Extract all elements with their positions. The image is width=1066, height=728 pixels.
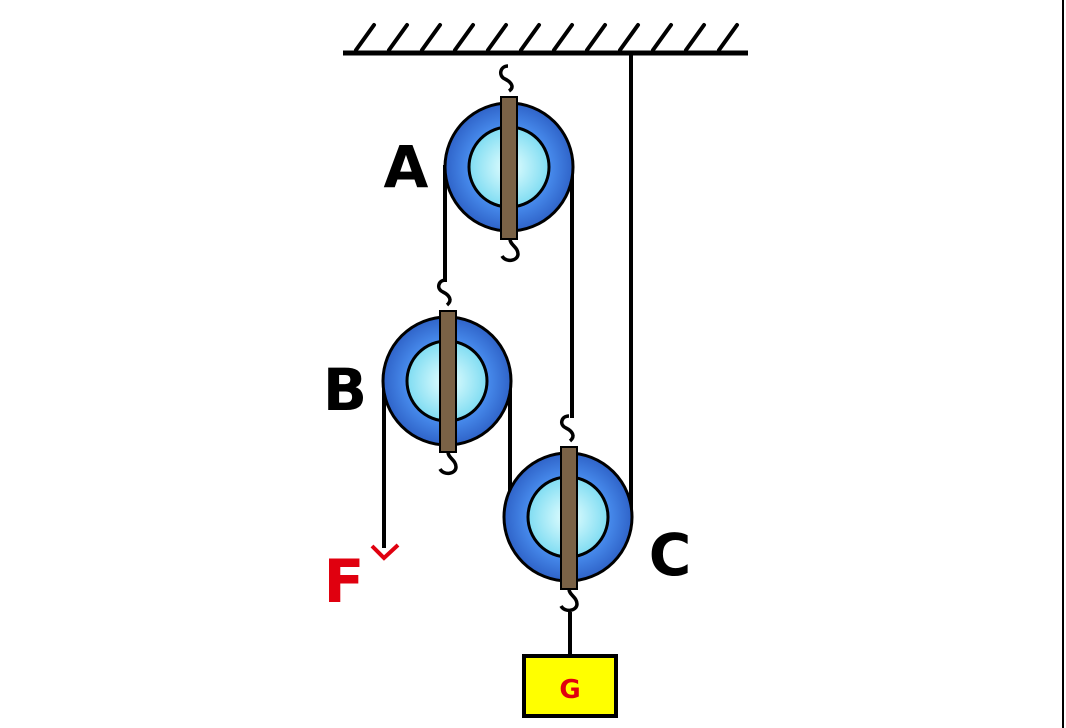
force-label: F	[324, 547, 365, 617]
ceiling-hatch-mark	[453, 23, 475, 52]
ceiling-hatch-mark	[354, 23, 376, 52]
ceiling-hatch-mark	[717, 23, 739, 52]
ceiling-hatch-mark	[651, 23, 673, 52]
pulley-c	[502, 414, 634, 613]
pulley-a	[443, 64, 575, 263]
weight-label: G	[559, 675, 580, 705]
hook-b-top	[437, 278, 452, 307]
ceiling-hatch-mark	[519, 23, 541, 52]
rope-segments	[382, 53, 633, 657]
ceiling	[343, 23, 748, 56]
axle-c	[560, 446, 578, 590]
pulley-b	[381, 278, 513, 476]
weight-block: G	[522, 654, 618, 718]
ceiling-hatch-mark	[420, 23, 442, 52]
pulley-b-label: B	[323, 356, 367, 424]
ceiling-hatch-mark	[618, 23, 640, 52]
hook-c-top	[560, 414, 575, 443]
hook-a-top	[499, 64, 514, 93]
force-arrow-head	[370, 543, 400, 561]
ceiling-hatch-mark	[387, 23, 409, 52]
pulley-c-label: C	[649, 521, 692, 589]
hook-a-bottom	[500, 238, 520, 263]
pulley-a-label: A	[384, 133, 429, 201]
axle-b	[439, 310, 457, 453]
ceiling-hatch-mark	[585, 23, 607, 52]
hook-b-bottom	[438, 451, 458, 476]
hook-c-bottom	[559, 588, 579, 613]
axle-a	[500, 96, 518, 240]
ceiling-hatch-mark	[684, 23, 706, 52]
ceiling-hatch-mark	[486, 23, 508, 52]
ceiling-hatch-mark	[552, 23, 574, 52]
